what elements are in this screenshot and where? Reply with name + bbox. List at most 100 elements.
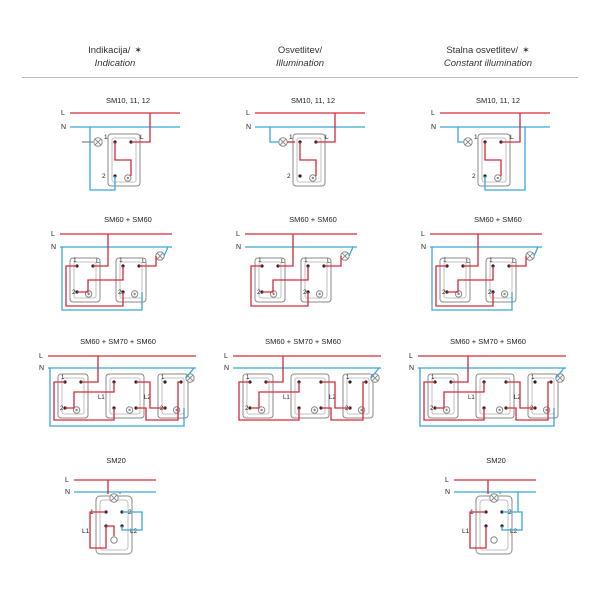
terminal-label: L [327, 258, 331, 265]
indicator-lamp-core [272, 292, 275, 296]
terminal-label: 1 [73, 257, 77, 264]
wire [238, 381, 300, 421]
wire [431, 247, 513, 311]
indicator-lamp-icon [490, 536, 498, 544]
terminal-label: L [140, 134, 144, 141]
neutral-rail-label: N [431, 124, 436, 131]
terminal-label: 1 [104, 134, 108, 141]
wire [533, 246, 539, 257]
terminal-label: 2 [442, 289, 446, 296]
wire [501, 113, 521, 143]
live-rail-label: L [224, 353, 228, 360]
terminal-label: L [281, 258, 285, 265]
switch-inner [111, 137, 137, 183]
wire [89, 127, 116, 191]
lamp-cross [341, 252, 349, 260]
switch-inner [246, 377, 270, 415]
lamp-cross [279, 138, 287, 146]
terminal-label: L2 [144, 395, 151, 401]
wire [93, 234, 109, 267]
indicator-lamp-core [260, 408, 263, 412]
indicator-lamp-icon [110, 536, 118, 544]
wire [435, 265, 494, 307]
diagram-title: SM10, 11, 12 [291, 96, 335, 105]
terminal-label: L1 [98, 395, 105, 401]
wire [250, 265, 309, 307]
diagram-title: SM60 + SM60 [104, 215, 152, 224]
switch-inner [161, 377, 185, 415]
indicator-lamp-core [360, 408, 363, 412]
switch-box [290, 373, 330, 419]
indicator-lamp-core [445, 408, 448, 412]
live-rail-label: L [65, 477, 69, 484]
terminal-label: 1 [531, 375, 535, 381]
wire [457, 127, 464, 143]
wire [348, 246, 354, 257]
live-rail-label: L [39, 353, 43, 360]
terminal-label: L [142, 258, 146, 265]
lamp-cross [156, 252, 164, 260]
indicator-lamp-core [87, 292, 90, 296]
terminal-dot [348, 380, 352, 384]
wire [509, 256, 527, 267]
lamp-cross [94, 138, 102, 146]
wire [61, 247, 143, 311]
switch-inner [296, 137, 322, 183]
wire [447, 266, 494, 293]
indicator-lamp-core [126, 176, 130, 180]
header-english-text: Indication [94, 58, 136, 69]
switch-inner [109, 377, 141, 415]
neutral-rail-label: N [421, 244, 426, 251]
switch-inner [431, 377, 455, 415]
wire [324, 256, 342, 267]
neutral-rail-label: N [246, 124, 251, 131]
switch-inner [346, 377, 370, 415]
terminal-label: L2 [329, 395, 336, 401]
wire [65, 382, 115, 409]
wire [269, 127, 279, 143]
lamp-cross [526, 252, 534, 260]
header-local-text: Stalna osvetlitev/ [446, 45, 519, 56]
terminal-label: 1 [346, 375, 350, 381]
indicator-lamp-core [457, 292, 460, 296]
terminal-label: 1 [431, 375, 435, 381]
switch-inner [531, 377, 555, 415]
wire [185, 367, 195, 379]
wire [139, 256, 157, 267]
wire [136, 381, 181, 421]
terminal-label: 1 [289, 134, 293, 141]
terminal-label: 2 [257, 289, 261, 296]
wire [131, 113, 151, 143]
terminal-label: L [96, 258, 100, 265]
terminal-label: 1 [474, 134, 478, 141]
header-illumination: Osvetlitev/ Illumination [205, 44, 395, 70]
wire [469, 511, 487, 549]
wire [65, 265, 124, 307]
terminal-label: 2 [72, 289, 76, 296]
terminal-label: L [325, 134, 329, 141]
live-rail-label: L [51, 231, 55, 238]
wire [484, 127, 526, 191]
terminal-label: L [512, 258, 516, 265]
wire [106, 525, 115, 536]
wire [77, 266, 124, 293]
neutral-rail-label: N [65, 489, 70, 496]
wire [321, 381, 366, 421]
star-icon: ✶ [522, 45, 530, 55]
wire [316, 113, 336, 143]
indicator-lamp-core [498, 408, 501, 412]
star-icon: ✶ [134, 45, 142, 55]
switch-box [475, 495, 513, 555]
diagram-title: SM10, 11, 12 [476, 96, 520, 105]
wire [121, 511, 143, 531]
live-rail-label: L [246, 110, 250, 117]
header-indication: Indikacija/✶ Indication [20, 44, 210, 70]
wire [114, 142, 132, 176]
wire [49, 368, 185, 427]
wire [555, 367, 565, 379]
wire [266, 356, 284, 383]
terminal-label: 2 [102, 173, 106, 180]
terminal-label: L1 [283, 395, 290, 401]
switch-box [105, 373, 145, 419]
diagram-title: SM20 [486, 456, 506, 465]
